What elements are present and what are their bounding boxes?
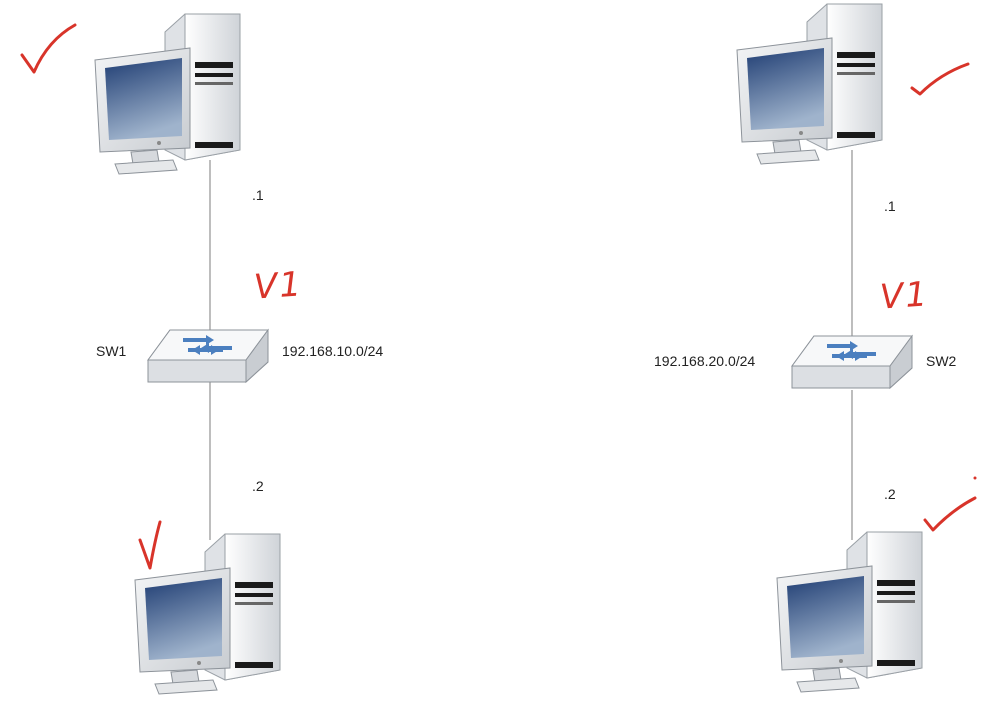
host-label-bottom-right: .2 (884, 486, 896, 502)
switch-name-sw2: SW2 (926, 353, 957, 369)
host-label-bottom-left: .2 (252, 478, 264, 494)
vlan-annotation-right: V1 (878, 274, 931, 318)
checkmark-annotation-top-right (910, 62, 970, 96)
subnet-label-left: 192.168.10.0/24 (282, 343, 384, 359)
checkmark-annotation-bottom-left (138, 520, 162, 570)
computer-icon-top-right (736, 3, 883, 165)
subnet-label-right: 192.168.20.0/24 (654, 353, 756, 369)
host-label-top-left: .1 (252, 187, 264, 203)
checkmark-annotation-bottom-right (923, 496, 977, 532)
computer-icon-bottom-right (776, 531, 923, 693)
switch-icon-sw2 (791, 335, 913, 389)
host-label-top-right: .1 (884, 198, 896, 214)
computer-icon-top-left (94, 13, 241, 175)
annotation-dot (973, 476, 977, 480)
switch-name-sw1: SW1 (96, 343, 127, 359)
checkmark-annotation-top-left (20, 23, 77, 74)
vlan-annotation-left: V1 (252, 264, 305, 308)
computer-icon-bottom-left (134, 533, 281, 695)
switch-icon-sw1 (147, 329, 269, 383)
